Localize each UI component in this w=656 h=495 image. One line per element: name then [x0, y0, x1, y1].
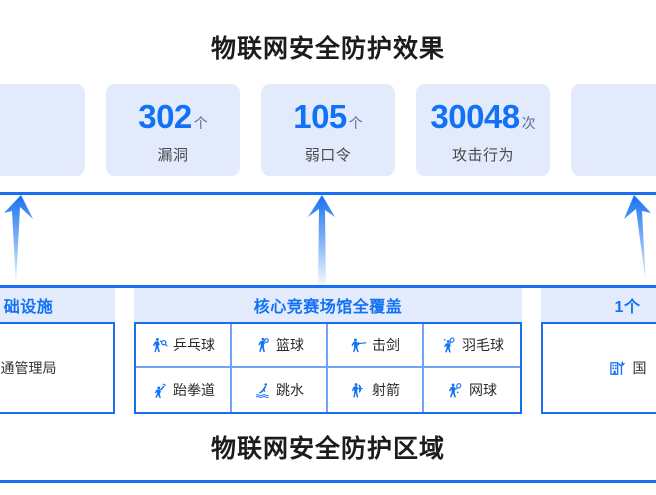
stat-card[interactable]: 30048 次 攻击行为: [416, 84, 550, 176]
panel-body: 国: [541, 324, 656, 414]
stat-card[interactable]: 105 个 弱口令: [261, 84, 395, 176]
entry-label: 跆拳道: [173, 382, 215, 398]
entry-label: 篮球: [276, 337, 304, 353]
entry-label: 乒乓球: [173, 337, 215, 353]
panel-body: 通管理局: [0, 324, 115, 414]
entry-label: 通管理局: [0, 360, 57, 376]
entry-label: 射箭: [372, 382, 400, 398]
list-item[interactable]: 通管理局: [0, 358, 113, 378]
list-item[interactable]: 羽毛球: [424, 324, 520, 368]
badminton-icon: [443, 337, 455, 353]
stat-label: 攻击行为: [451, 146, 514, 164]
divider-line-top: [0, 192, 656, 195]
tennis-icon: [448, 382, 462, 398]
stat-card[interactable]: [0, 84, 85, 176]
stat-card[interactable]: [571, 84, 656, 176]
stat-value: 30048 次: [430, 100, 535, 133]
zone-panel-row: 础设施 通管理局 核心竞赛场馆全覆盖 乒乓球: [0, 288, 656, 414]
stat-value: 105 个: [293, 100, 363, 133]
stat-label: 弱口令: [304, 146, 352, 164]
panel-header: 1个: [541, 288, 656, 324]
stat-unit: 次: [521, 114, 536, 131]
arrow-band: [0, 192, 656, 288]
stat-number: 302: [138, 97, 192, 135]
panel-header: 核心竞赛场馆全覆盖: [134, 288, 522, 324]
diving-icon: [255, 382, 269, 398]
entry-label: 羽毛球: [462, 337, 504, 353]
bottom-divider-line: [0, 480, 656, 483]
list-item[interactable]: 国: [543, 358, 656, 378]
arrow-up-icon: [302, 193, 342, 285]
stat-number: 30048: [430, 97, 520, 135]
panel-infrastructure[interactable]: 础设施 通管理局: [0, 288, 115, 414]
stat-number: 105: [293, 97, 347, 135]
panel-hotel[interactable]: 1个 国: [541, 288, 656, 414]
archery-icon: [351, 382, 363, 398]
stat-unit: 个: [193, 114, 208, 131]
entry-label: 国: [632, 360, 647, 376]
stat-unit: 个: [348, 114, 363, 131]
stat-card[interactable]: 302 个 漏洞: [106, 84, 240, 176]
panel-header: 础设施: [0, 288, 115, 324]
panel-body: 乒乓球 篮球: [134, 324, 522, 414]
fencing-icon: [351, 338, 367, 352]
list-item[interactable]: 跳水: [232, 368, 328, 412]
list-item[interactable]: 击剑: [328, 324, 424, 368]
taekwondo-icon: [154, 383, 166, 398]
list-item[interactable]: 跆拳道: [136, 368, 232, 412]
stat-card-strip: 302 个 漏洞 105 个 弱口令 30048 次 攻击行为: [0, 84, 656, 176]
panel-venues[interactable]: 核心竞赛场馆全覆盖 乒乓球: [134, 288, 522, 414]
basketball-icon: [258, 337, 269, 352]
list-item[interactable]: 乒乓球: [136, 324, 232, 368]
entry-label: 击剑: [372, 337, 400, 353]
arrow-up-icon: [616, 193, 656, 285]
list-item[interactable]: 射箭: [328, 368, 424, 412]
divider-line-bottom: [0, 285, 656, 288]
table-tennis-icon: [152, 337, 168, 352]
arrow-up-icon: [0, 193, 40, 285]
section-caption: 物联网安全防护区域: [210, 435, 445, 463]
entry-label: 跳水: [276, 382, 304, 398]
page-title: 物联网安全防护效果: [210, 35, 445, 63]
stat-value: 302 个: [138, 100, 208, 133]
entry-label: 网球: [469, 382, 497, 398]
hotel-icon: [609, 360, 625, 375]
sport-grid: 乒乓球 篮球: [136, 324, 520, 412]
list-item[interactable]: 网球: [424, 368, 520, 412]
list-item[interactable]: 篮球: [232, 324, 328, 368]
stat-label: 漏洞: [157, 146, 189, 164]
